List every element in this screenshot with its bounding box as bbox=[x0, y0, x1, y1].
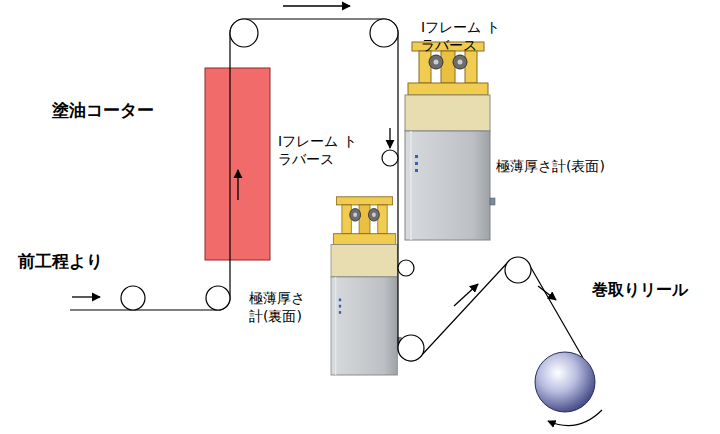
thickness-gauge: Iフレーム トラバース極薄厚さ計(裏面) bbox=[331, 195, 398, 375]
coater-box: 塗油コーター bbox=[205, 68, 270, 260]
thickness-gauge bbox=[405, 42, 495, 240]
part-label: 極薄厚さ計(表面) bbox=[496, 157, 605, 175]
thickness-gauge bbox=[331, 197, 401, 375]
part-name: Iフレーム トラバース bbox=[421, 18, 513, 54]
part-label: 極薄厚さ計(裏面) bbox=[249, 289, 311, 325]
take-up-reel: 巻取りリール bbox=[535, 352, 595, 412]
coater-box bbox=[205, 68, 270, 260]
thickness-gauge: Iフレーム トラバース極薄厚さ計(表面) bbox=[405, 40, 490, 240]
rollers bbox=[121, 19, 531, 361]
strip-line bbox=[70, 19, 583, 361]
flow-label: 前工程より bbox=[18, 250, 103, 272]
rotation-arrow bbox=[548, 410, 602, 426]
part-label: 塗油コーター bbox=[52, 99, 154, 121]
take-up-reel bbox=[535, 352, 595, 412]
part-label: 巻取りリール bbox=[592, 280, 688, 301]
part-name: Iフレーム トラバース bbox=[278, 132, 370, 168]
flow-arrows bbox=[72, 6, 556, 306]
